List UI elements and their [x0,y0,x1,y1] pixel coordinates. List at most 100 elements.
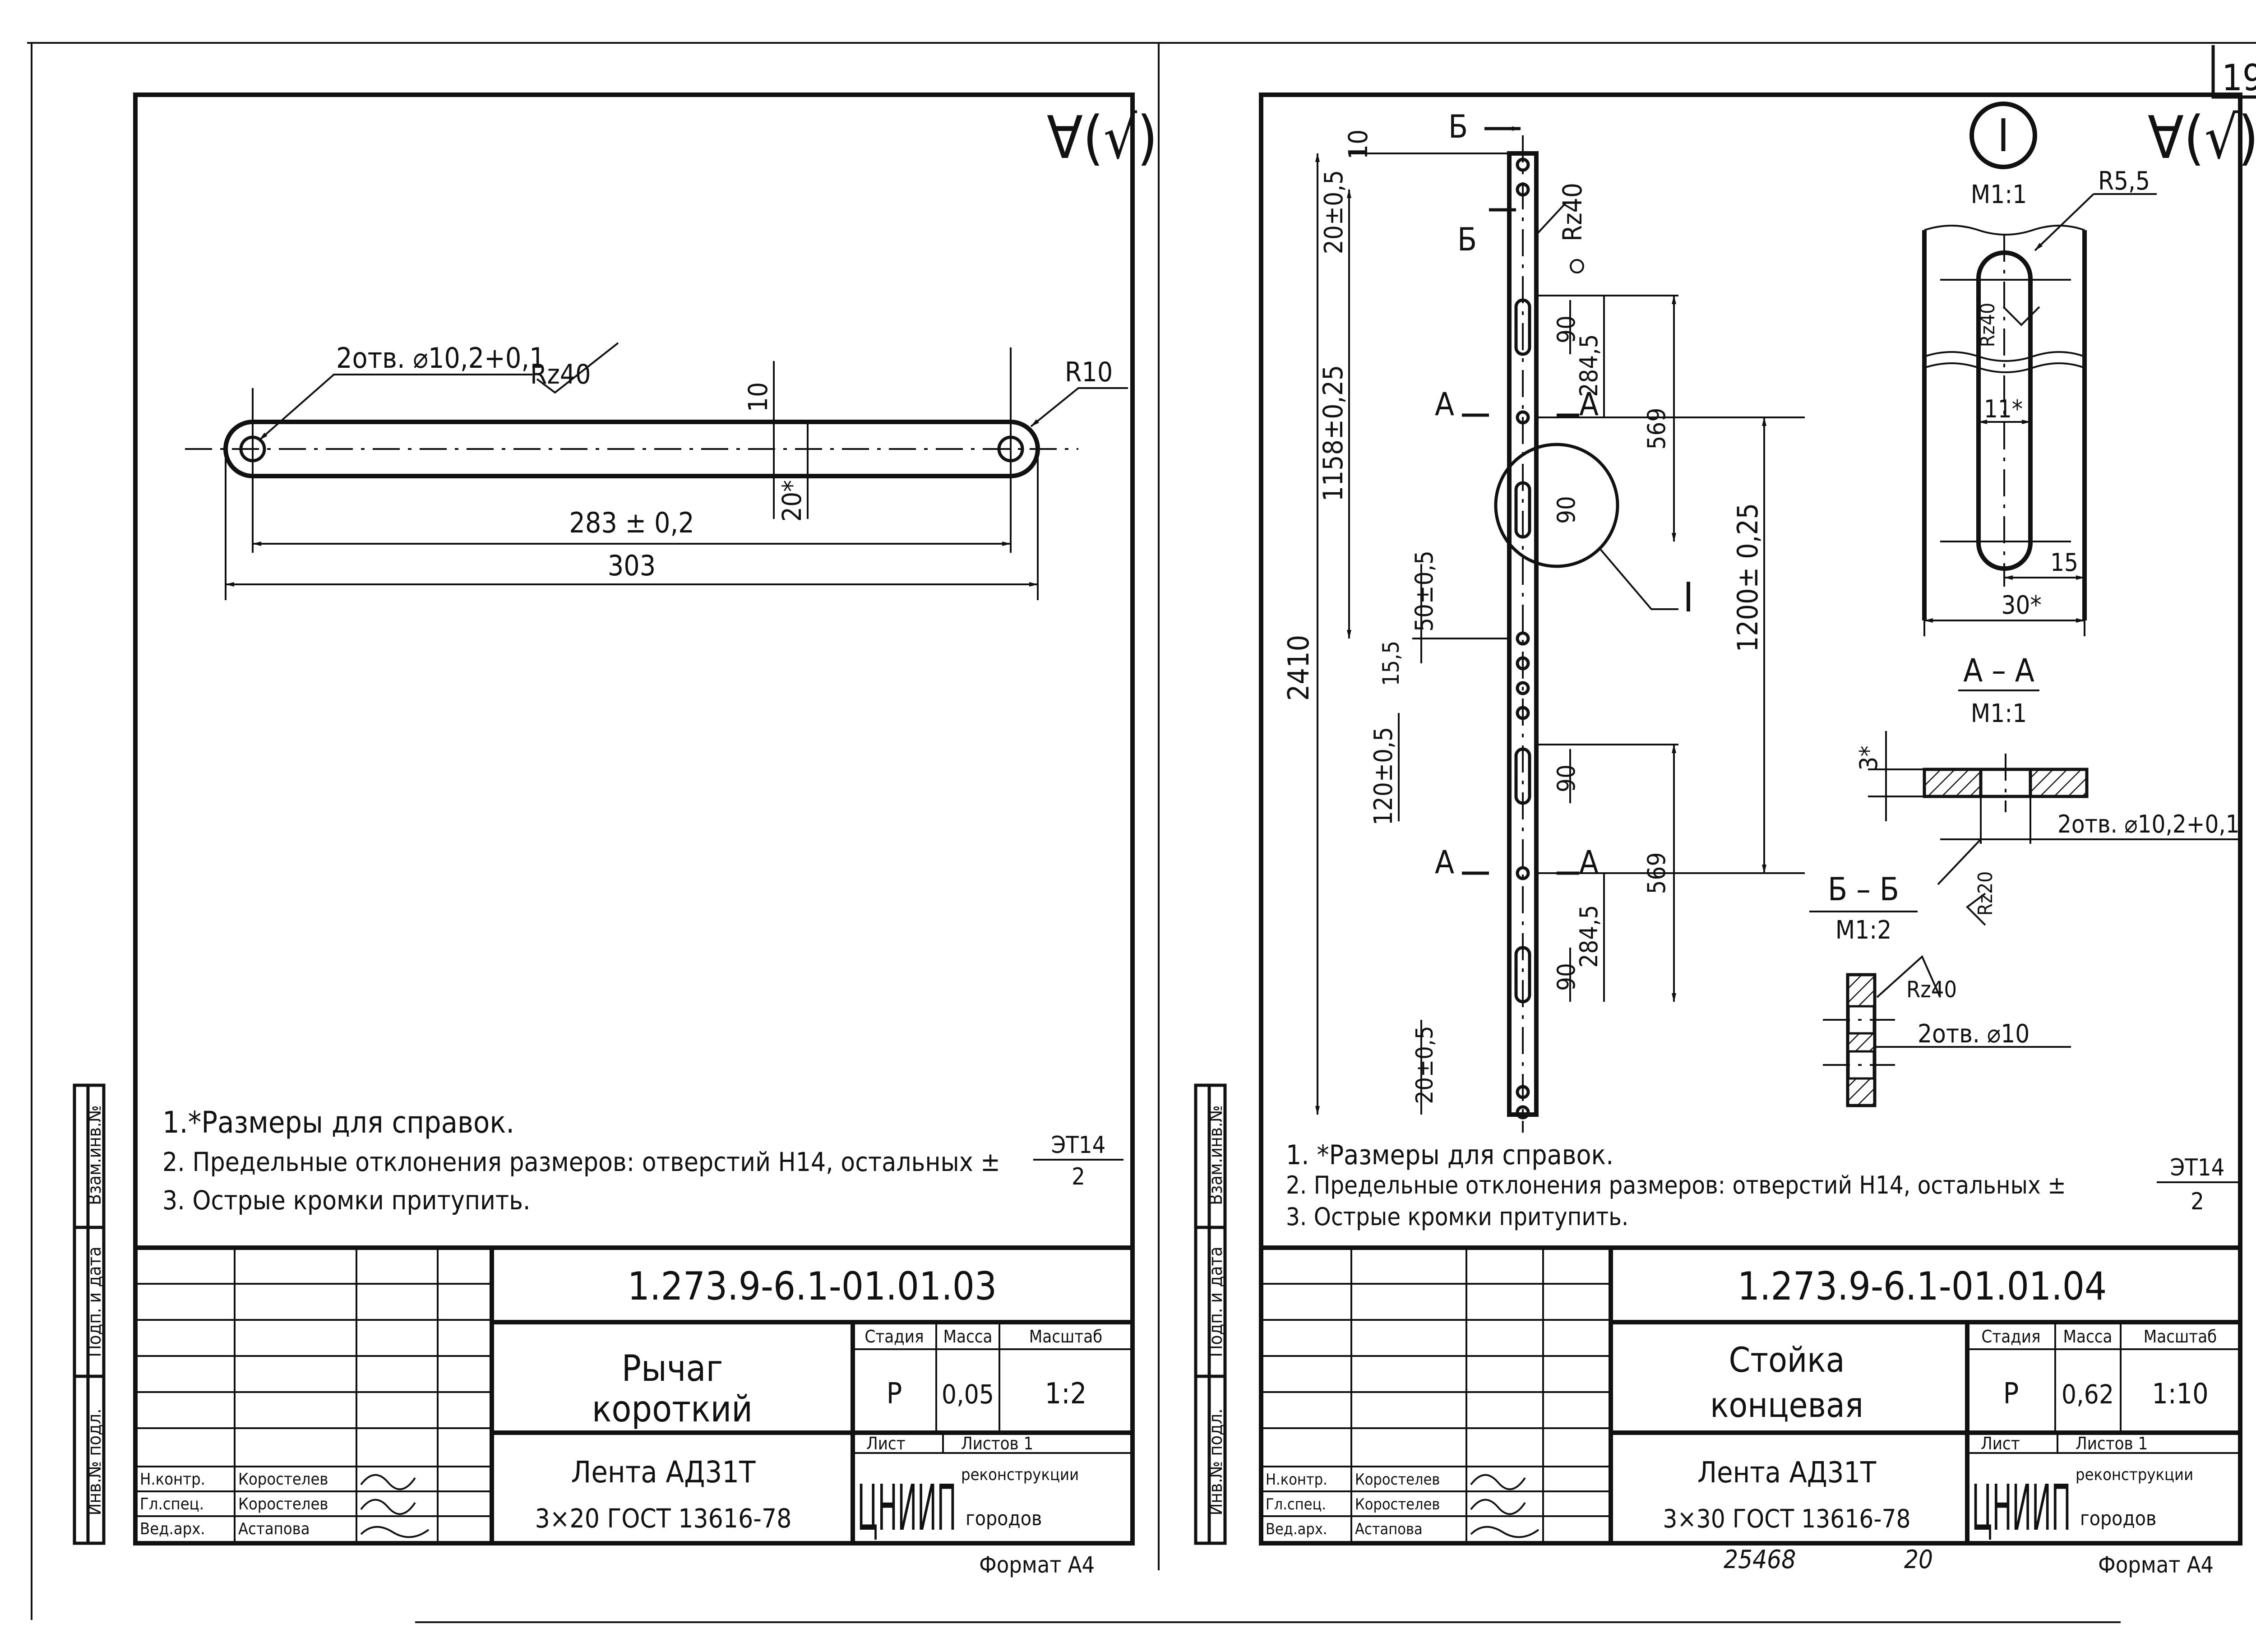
detail-d30: 30* [2001,591,2041,620]
detail-edges [1922,230,2087,620]
right-dim-20-b: 20±0,5 [1411,1026,1438,1104]
bottom-left-number: 25468 [1724,1545,1796,1574]
detail-d15: 15 [2050,548,2078,577]
section-aa-scale: М1:1 [1971,699,2027,728]
left-tol-num: ЭТ14 [1051,1132,1106,1159]
left-sheets: Листов 1 [961,1434,1033,1453]
section-aa-rz20: Rz20 [1974,871,1997,916]
right-frame [1259,93,2242,1546]
sheet-right: ∀(√) I [1194,93,2256,1578]
right-org-3: городов [2080,1507,2156,1530]
left-dim-20: 20* [777,480,807,522]
right-mass: 0,62 [2062,1379,2114,1410]
right-h-mass: Масса [2063,1327,2113,1347]
left-dim-r: R10 [1065,356,1113,388]
right-name-2: концевая [1710,1385,1863,1425]
right-role-1: Н.контр. [1266,1471,1327,1489]
left-name-1: Рычаг [622,1347,723,1389]
detail-breaks [1924,225,2085,373]
detail-view-i: М1:1 R5,5 Rz40 11* 15 30* [1922,167,2157,636]
right-person-3: Астапова [1355,1520,1423,1538]
right-a-arrow-4: А [1579,844,1599,881]
right-dim-569b: 569 [1642,852,1671,894]
right-b-arrow-2: Б [1457,221,1477,258]
left-dim-303: 303 [608,549,656,582]
right-tol-den: 2 [2191,1188,2204,1215]
left-title-block: 1.273.9-6.1-01.01.03 Рычаг короткий Стад… [135,1245,1133,1545]
left-dim-holes: 2отв. ⌀10,2+0,1 [336,342,546,375]
left-dim-rz: Rz40 [530,359,591,390]
left-name-2: короткий [592,1388,753,1430]
section-bb-scale: М1:2 [1835,916,1892,945]
right-dim-90d: 90 [1552,963,1581,991]
right-dim-1200: 1200± 0,25 [1731,503,1764,652]
right-role-3: Вед.арх. [1266,1520,1327,1538]
detail-r55: R5,5 [2098,167,2150,196]
left-note-3: 3. Острые кромки притупить. [162,1185,531,1216]
detail-d11: 11* [1984,395,2023,423]
left-dim-10: 10 [743,382,773,412]
right-note-2: 2. Предельные отклонения размеров: отвер… [1286,1171,2066,1199]
left-stamp-replace: Взам.инв.№ [84,1105,105,1205]
right-dim-20: 20±0,5 [1319,170,1349,254]
left-dim-283: 283 ± 0,2 [569,506,694,539]
right-dim-90a: 90 [1552,315,1581,343]
left-org: ЦНИИП [857,1472,957,1545]
section-bb-body [1846,973,1877,1107]
left-role-1: Н.контр. [140,1470,205,1489]
left-stamp-inv: Инв.№ подл. [84,1409,105,1516]
post-slots [1514,298,1531,1004]
left-h-scale: Масштаб [1029,1327,1102,1347]
left-tol-den: 2 [1072,1163,1085,1190]
left-code: 1.273.9-6.1-01.01.03 [628,1264,997,1309]
section-bb: Б – Б М1:2 Rz40 2отв. ⌀10 [1809,871,2071,1107]
right-dim-2845a: 284,5 [1575,334,1603,397]
right-h-stage: Стадия [1981,1327,2040,1347]
right-dim-1158: 1158±0,25 [1318,365,1349,502]
right-note-3: 3. Острые кромки притупить. [1286,1203,1628,1231]
right-a-arrow-1: А [1435,386,1454,423]
right-person-1: Коростелев [1355,1471,1440,1489]
detail-i-leader [1599,547,1678,610]
section-aa: А – А М1:1 3* 2отв. ⌀10,2+0,1 Rz20 [1854,652,2240,926]
right-org: ЦНИИП [1972,1472,2071,1545]
right-title-block: 1.273.9-6.1-01.01.04 Стойка концевая Ста… [1261,1245,2240,1545]
right-stamp-sign: Подп. и дата [1206,1246,1226,1357]
section-bb-holes: 2отв. ⌀10 [1918,1019,2029,1049]
left-org-3: городов [966,1507,1042,1530]
right-tol-num: ЭТ14 [2170,1154,2225,1181]
left-mass: 0,05 [942,1379,994,1410]
right-sheet: Лист [1981,1434,2020,1453]
left-material-1: Лента АД31Т [571,1455,756,1490]
right-dim-2845b: 284,5 [1575,905,1603,967]
right-dim-90c: 90 [1552,764,1581,792]
detail-i-callout [1494,443,1619,568]
right-stamp-replace: Взам.инв.№ [1206,1105,1226,1205]
holes-leader [259,374,532,441]
left-note-1: 1.*Размеры для справок. [162,1105,514,1140]
right-code: 1.273.9-6.1-01.01.04 [1738,1264,2107,1309]
left-note-2: 2. Предельные отклонения размеров: отвер… [162,1147,1000,1177]
right-sheets: Листов 1 [2076,1434,2148,1453]
lever-part: 2отв. ⌀10,2+0,1 Rz40 R10 10 20* 283 ± 0,… [185,342,1128,600]
left-format: Формат А4 [979,1552,1095,1578]
right-side-stamp: Инв.№ подл. Подп. и дата Взам.инв.№ [1194,1083,1227,1545]
rz-symbol [536,342,619,394]
left-frame [133,93,1135,1546]
left-role-2: Гл.спец. [140,1495,204,1513]
right-dim-90b: 90 [1552,496,1581,524]
left-material-2: 3×20 ГОСТ 13616-78 [535,1503,792,1534]
left-person-3: Астапова [238,1520,310,1538]
section-aa-d3: 3* [1854,745,1883,770]
right-rz40: Rz40 [1557,183,1588,241]
left-stage: Р [887,1377,902,1411]
right-dim-2410: 2410 [1282,635,1316,701]
section-aa-left [1923,768,1983,798]
right-material-1: Лента АД31Т [1697,1456,1877,1490]
right-dim-50: 50±0,5 [1410,551,1438,632]
left-person-1: Коростелев [238,1470,328,1489]
right-surface-symbol: ∀(√) [2148,103,2256,172]
right-person-2: Коростелев [1355,1495,1440,1513]
section-aa-title: А – А [1963,652,2034,689]
